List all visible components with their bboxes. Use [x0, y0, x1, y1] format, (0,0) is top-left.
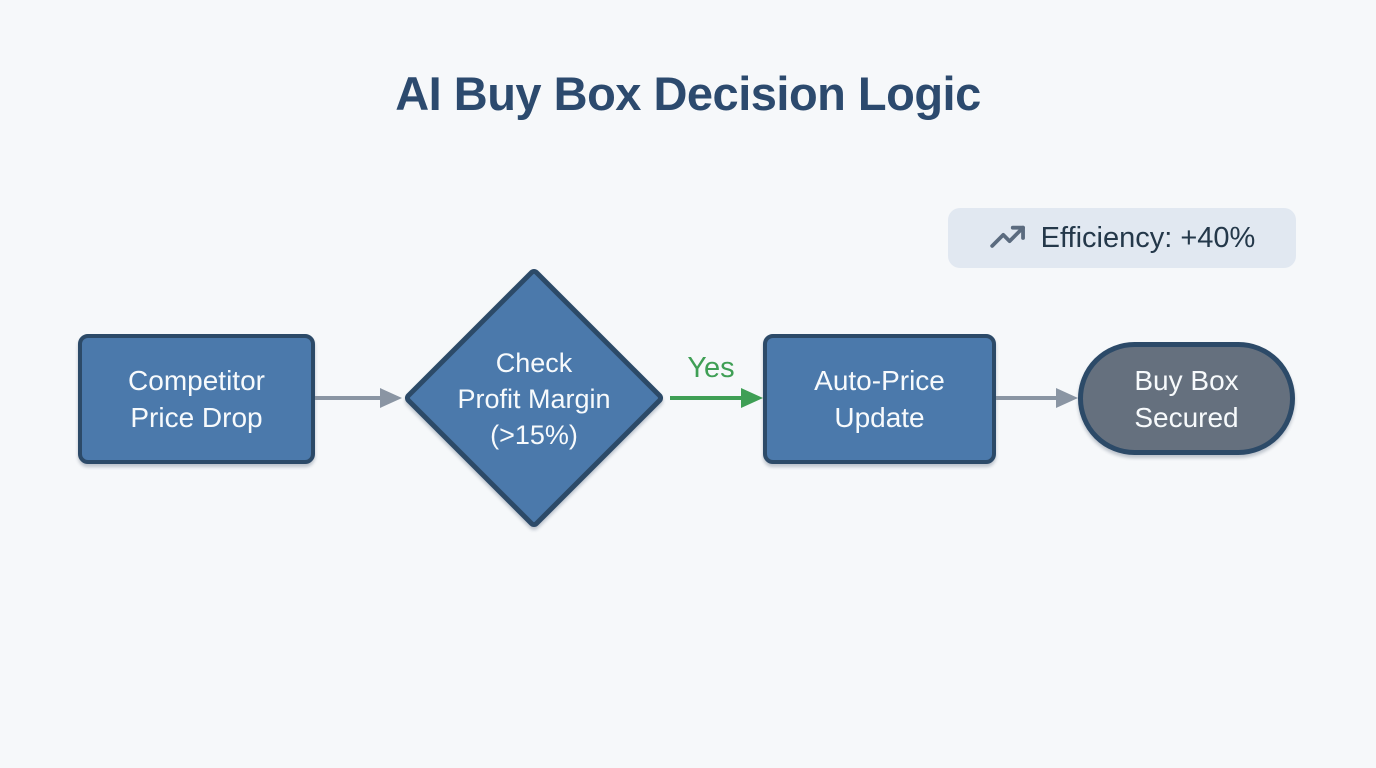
edge-yes-label: Yes — [687, 352, 735, 384]
arrow-head-icon — [1056, 388, 1078, 408]
page-title: AI Buy Box Decision Logic — [395, 67, 981, 120]
node-buy-box-secured: Buy Box Secured — [1078, 342, 1295, 455]
node-label-line: Secured — [1134, 401, 1239, 433]
efficiency-badge-label: Efficiency: +40% — [1040, 221, 1256, 254]
efficiency-badge: Efficiency: +40% — [948, 208, 1296, 268]
node-label-line: Profit Margin — [457, 384, 611, 414]
node-competitor-price-drop: Competitor Price Drop — [78, 334, 315, 464]
arrow-line — [315, 396, 382, 400]
arrow-line — [670, 396, 743, 400]
node-label-line: Update — [834, 402, 925, 433]
node-auto-price-update: Auto-Price Update — [763, 334, 996, 464]
diamond-label: Check Profit Margin (>15%) — [414, 340, 654, 458]
node-label-line: (>15%) — [490, 420, 578, 450]
trending-up-icon — [989, 219, 1027, 257]
arrow-line — [996, 396, 1058, 400]
arrow-head-icon — [380, 388, 402, 408]
arrow-head-icon — [741, 388, 763, 408]
node-label-line: Buy Box — [1134, 364, 1239, 396]
node-label-line: Competitor — [128, 365, 265, 396]
node-label-line: Price Drop — [130, 402, 263, 433]
node-label-line: Check — [495, 348, 573, 378]
node-label-line: Auto-Price — [814, 365, 945, 396]
